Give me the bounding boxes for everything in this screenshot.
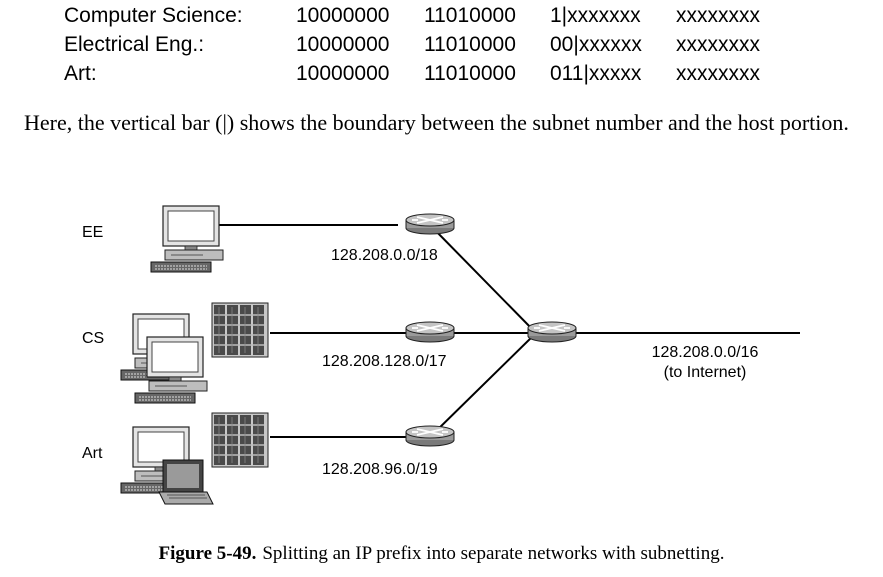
octet-1: 10000000 — [296, 62, 390, 85]
router-icon — [527, 321, 577, 343]
caption-text: Splitting an IP prefix into separate net… — [262, 543, 725, 564]
cs-prefix-label: 128.208.128.0/17 — [322, 353, 447, 370]
internet-note: (to Internet) — [664, 364, 747, 381]
cs-label: CS — [82, 330, 104, 347]
ee-label: EE — [82, 224, 103, 241]
octet-1: 10000000 — [296, 33, 390, 56]
art-label: Art — [82, 445, 103, 462]
row-label: Electrical Eng.: — [64, 33, 205, 56]
octet-4: xxxxxxxx — [676, 4, 760, 27]
octet-1: 10000000 — [296, 4, 390, 27]
octet-4: xxxxxxxx — [676, 33, 760, 56]
router-icon — [405, 321, 455, 343]
body-paragraph: Here, the vertical bar (|) shows the bou… — [24, 110, 849, 135]
desktop-computer-icon — [150, 205, 224, 273]
laptop-icon — [158, 459, 214, 505]
octet-4: xxxxxxxx — [676, 62, 760, 85]
ee-uplink — [429, 224, 537, 334]
row-label: Computer Science: — [64, 4, 243, 27]
art-prefix-label: 128.208.96.0/19 — [322, 461, 438, 478]
octet-2: 11010000 — [424, 4, 516, 27]
octet-3: 011|xxxxx — [550, 62, 642, 85]
octet-2: 11010000 — [424, 33, 516, 56]
octet-3: 1|xxxxxxx — [550, 4, 641, 27]
row-label: Art: — [64, 62, 97, 85]
server-rack-icon — [211, 412, 269, 468]
ee-prefix-label: 128.208.0.0/18 — [331, 247, 438, 264]
router-icon — [405, 213, 455, 235]
figure-number: Figure 5-49. — [158, 543, 257, 564]
main-prefix-label: 128.208.0.0/16 — [652, 344, 759, 361]
figure-caption: Figure 5-49.Splitting an IP prefix into … — [0, 543, 883, 565]
server-rack-icon — [211, 302, 269, 358]
art-uplink — [429, 332, 537, 438]
network-links — [213, 224, 800, 438]
octet-2: 11010000 — [424, 62, 516, 85]
octet-3: 00|xxxxxx — [550, 33, 642, 56]
router-icon — [405, 425, 455, 447]
